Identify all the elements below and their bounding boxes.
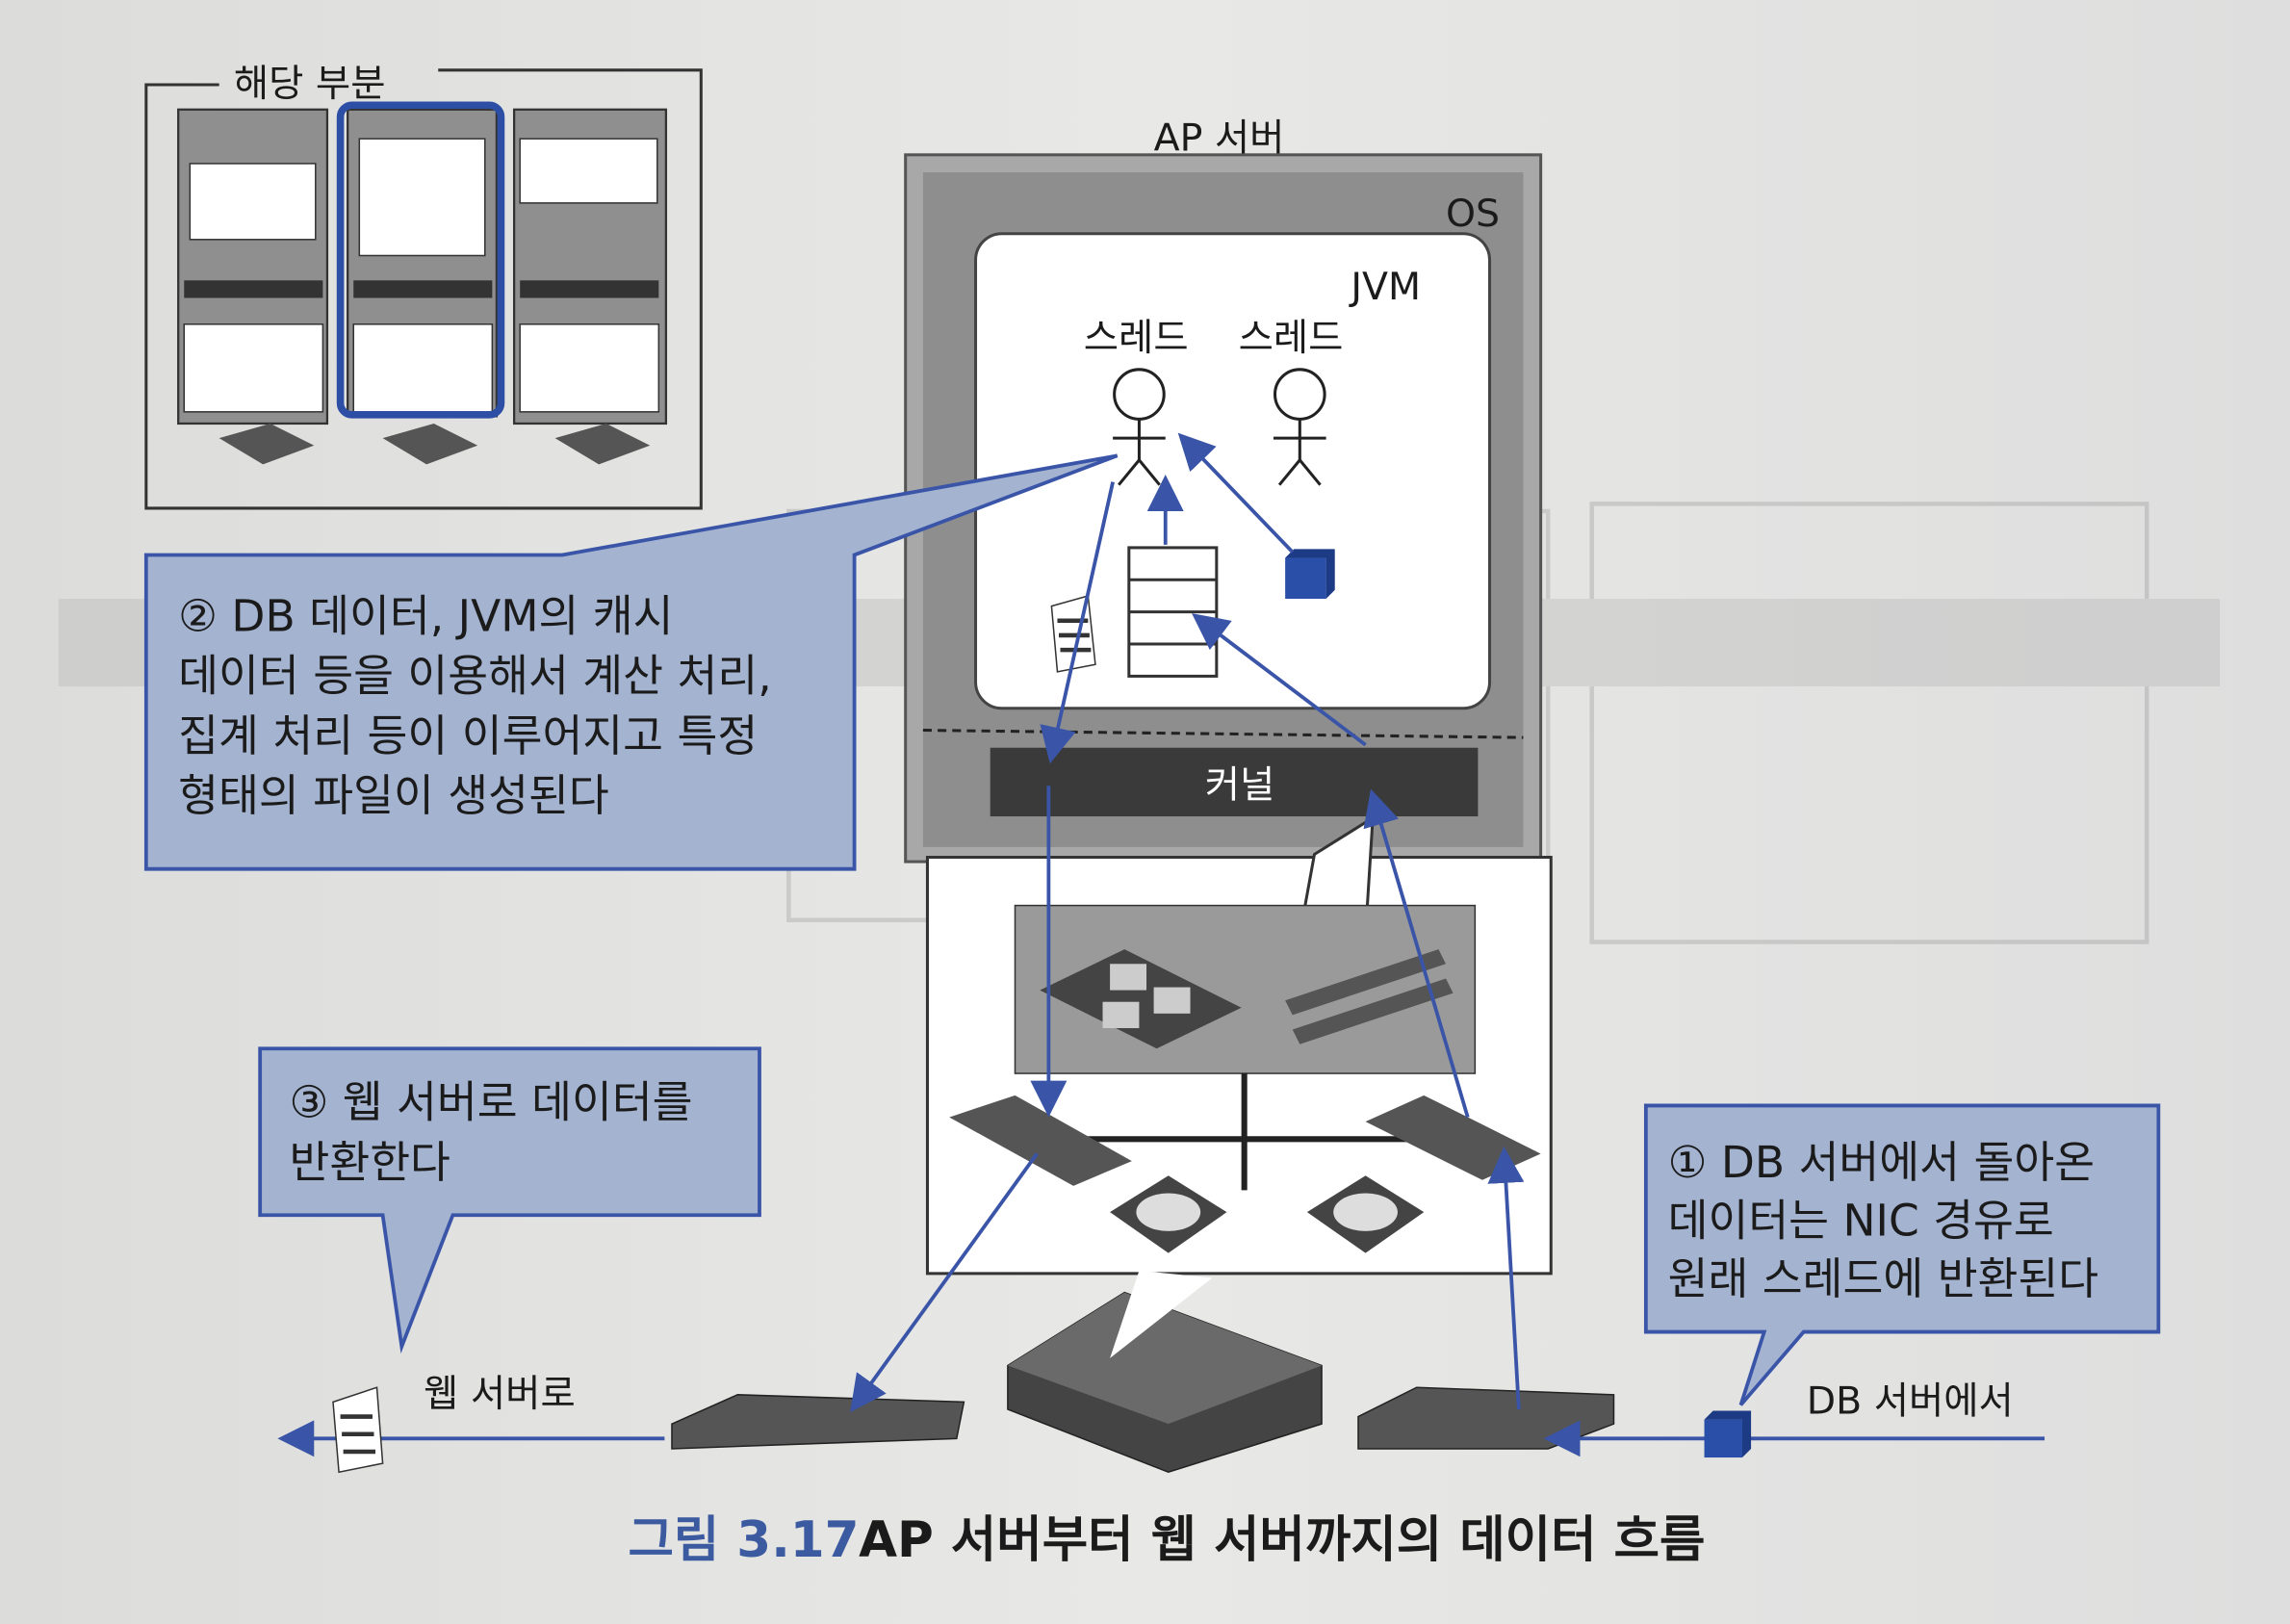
callout-step2-line: ② DB 데이터, JVM의 캐시 xyxy=(178,590,673,641)
ap-server-chassis xyxy=(1007,1291,1323,1474)
thread-figure-2 xyxy=(1274,368,1326,486)
os-label: OS xyxy=(1446,192,1500,236)
switch-left xyxy=(671,1394,965,1450)
ap-server-box: OS JVM 스레드 스레드 커널 xyxy=(904,153,1543,864)
callout-step1-line: 데이터는 NIC 경유로 xyxy=(1668,1195,2054,1246)
nic-card-left xyxy=(949,1095,1132,1186)
callout-step1: ① DB 서버에서 돌아온 데이터는 NIC 경유로 원래 스레드에 반환된다 xyxy=(1643,1103,2161,1406)
callout-step2-line: 데이터 등을 이용해서 계산 처리, xyxy=(178,651,771,702)
inset-highlight xyxy=(336,101,505,419)
output-file-icon xyxy=(332,1386,384,1474)
ap-server-title: AP 서버 xyxy=(1154,116,1285,160)
caption-title: AP 서버부터 웹 서버까지의 데이터 흐름 xyxy=(859,1511,1705,1569)
cache-data-cube-icon xyxy=(1285,549,1335,600)
jvm-label: JVM xyxy=(1348,265,1421,309)
disk-icon-1 xyxy=(1110,1175,1227,1253)
hardware-box xyxy=(925,814,1553,1276)
callout-step1-line: ① DB 서버에서 돌아온 xyxy=(1668,1137,2095,1188)
callout-step3: ③ 웹 서버로 데이터를 반환한다 xyxy=(258,1046,761,1354)
callout-step2-line: 집계 처리 등이 이루어지고 특정 xyxy=(178,710,758,761)
from-db-label: DB 서버에서 xyxy=(1807,1379,2014,1424)
thread-label-2: 스레드 xyxy=(1239,316,1344,360)
callout-step2-line: 형태의 파일이 생성된다 xyxy=(178,770,609,821)
callout-step3-line: ③ 웹 서버로 데이터를 xyxy=(289,1077,692,1128)
callout-step1-line: 원래 스레드에 반환된다 xyxy=(1668,1253,2099,1304)
jvm-box xyxy=(974,232,1492,710)
thread-label-1: 스레드 xyxy=(1084,316,1189,360)
kernel-label: 커널 xyxy=(1205,762,1275,807)
callout-step3-line: 반환한다 xyxy=(289,1137,450,1188)
to-web-label: 웹 서버로 xyxy=(424,1372,576,1416)
db-data-cube-icon xyxy=(1704,1410,1752,1458)
inset-label: 해당 부분 xyxy=(234,62,386,106)
caption-number: 그림 3.17 xyxy=(628,1511,859,1569)
callout-step2: ② DB 데이터, JVM의 캐시 데이터 등을 이용해서 계산 처리, 집계 … xyxy=(143,453,1119,871)
inset-overview: 해당 부분 xyxy=(144,62,703,510)
thread-figure-1 xyxy=(1113,368,1166,486)
cache-stack xyxy=(1127,546,1219,678)
memory-icon xyxy=(1285,949,1454,1044)
cpu-icon xyxy=(1040,949,1242,1049)
data-flow-arrows xyxy=(277,432,2046,1457)
disk-icon-2 xyxy=(1306,1175,1425,1253)
